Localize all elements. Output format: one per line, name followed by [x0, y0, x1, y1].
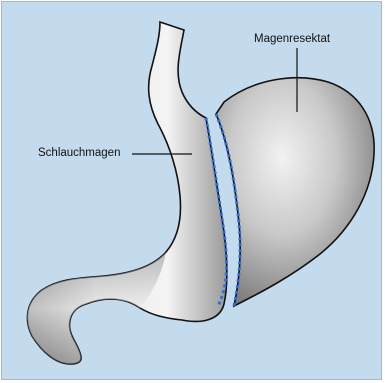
stomach-diagram: [2, 2, 382, 380]
illustration-panel: Magenresektat Schlauchmagen: [1, 1, 382, 380]
label-magenresektat: Magenresektat: [254, 34, 330, 46]
resected-stomach-shape: [216, 78, 374, 306]
label-schlauchmagen: Schlauchmagen: [38, 148, 120, 160]
